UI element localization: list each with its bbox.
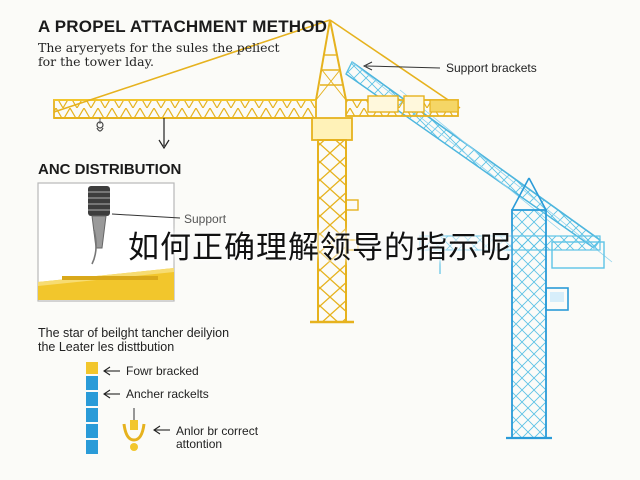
yellow-cab: [311, 117, 353, 141]
legend-swatch-blue-3: [86, 408, 98, 422]
yellow-jib: [53, 99, 317, 119]
support-pointer: [111, 213, 181, 219]
legend-column: [86, 362, 170, 454]
support-label: Support: [184, 212, 227, 226]
intro-line-1: The aryeryets for the sules the peliect: [38, 40, 280, 55]
hook-anchor-icon: [122, 408, 146, 451]
legend-label-anchor-brackets: Ancher rackelts: [126, 387, 209, 401]
blue-mast: [506, 177, 569, 440]
caption-line-2: the Leater les disttbution: [38, 340, 175, 354]
legend-swatch-blue-2: [86, 392, 98, 406]
down-arrow: [158, 118, 170, 150]
legend-swatch-blue-1: [86, 376, 98, 390]
diagram-title: A PROPEL ATTACHMENT METHOD: [38, 17, 328, 36]
legend-label-anchor-correct-line1: Anlor br correct: [176, 424, 259, 438]
support-brackets-pointer: [362, 61, 441, 71]
yellow-counter-jib: [345, 95, 459, 117]
overlay-caption: 如何正确理解领导的指示呢: [128, 230, 512, 266]
legend-label-anchor-correct-line2: attontion: [176, 437, 223, 451]
legend-swatch-blue-4: [86, 424, 98, 438]
yellow-hook: [96, 118, 104, 132]
legend-swatch-blue-5: [86, 440, 98, 454]
legend-label-four-bracket: Fowr bracked: [126, 364, 199, 378]
anchor-detail-box: [37, 182, 181, 302]
caption-line-1: The star of beilght tancher deilyion: [38, 326, 230, 340]
yellow-tie-rod: [53, 19, 331, 113]
yellow-rear-tie-rod: [329, 19, 461, 109]
support-brackets-label: Support brackets: [446, 61, 537, 75]
intro-line-2: for the tower lday.: [38, 54, 154, 69]
yellow-mast: [310, 139, 359, 324]
yellow-apex: [315, 19, 347, 101]
section-title-anchor-distribution: ANC DISTRIBUTION: [38, 161, 182, 178]
legend-swatch-yellow: [86, 362, 98, 374]
blue-horizontal-jib: [419, 235, 605, 269]
anchor-bolt-icon: [88, 186, 110, 265]
yellow-crane: [53, 19, 461, 324]
